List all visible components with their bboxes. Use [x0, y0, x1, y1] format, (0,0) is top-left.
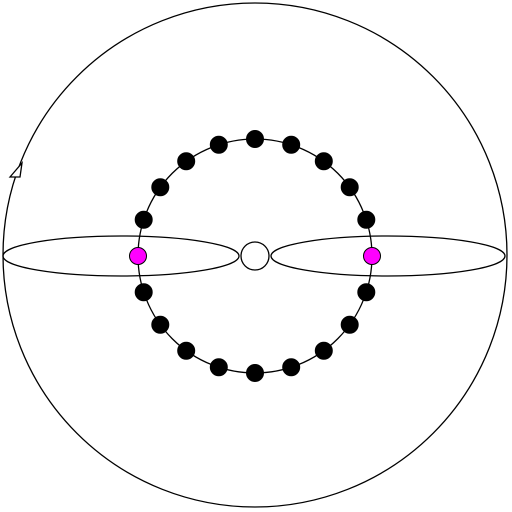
ring-node: [209, 135, 228, 154]
ring-node: [246, 130, 264, 148]
ring-node: [177, 341, 196, 360]
ring-node: [357, 283, 376, 302]
ring-node: [282, 358, 301, 377]
ring-node: [357, 210, 376, 229]
ring-node: [151, 315, 170, 334]
ring-node: [314, 341, 333, 360]
ring-node: [177, 152, 196, 171]
left-lens: [2, 235, 240, 277]
ring-node: [340, 315, 359, 334]
highlighted-node: [129, 247, 147, 265]
ring-node: [282, 135, 301, 154]
ring-node: [134, 210, 153, 229]
ring-nodes: [129, 130, 381, 382]
ring-node: [340, 178, 359, 197]
ring-node: [209, 358, 228, 377]
highlighted-node: [363, 247, 381, 265]
ring-node: [246, 364, 264, 382]
center-node: [240, 241, 270, 271]
right-lens: [270, 235, 506, 277]
outer-circle-arrow: [8, 160, 23, 178]
ring-node: [314, 152, 333, 171]
ring-node: [151, 178, 170, 197]
ring-node: [134, 283, 153, 302]
